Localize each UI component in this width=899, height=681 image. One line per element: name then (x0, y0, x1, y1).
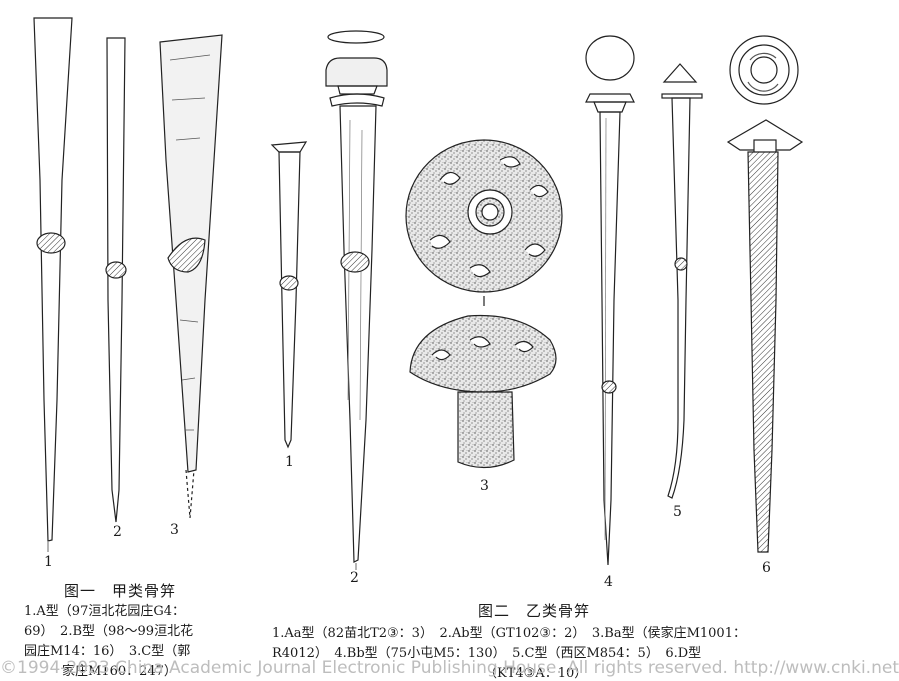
fig1-caption-line: 家庄M160：247） (62, 664, 177, 679)
fig1-label-3: 3 (170, 522, 179, 538)
fig2-caption-line: R4012） 4.Bb型（75小屯M5：130） 5.C型（西区M854：5） … (272, 646, 702, 661)
fig1-pin-1-drawing (33, 17, 73, 542)
fig1-label-1: 1 (44, 554, 53, 570)
fig2-pin-2-drawing (325, 30, 388, 563)
fig2-label-4: 4 (604, 574, 613, 590)
fig1-pin-2-drawing (105, 37, 127, 523)
fig2-label-2: 2 (350, 570, 359, 586)
fig2-label-6: 6 (762, 560, 771, 576)
fig1-caption-title: 图一 甲类骨笄 (64, 582, 177, 600)
fig2-pin-1-drawing (270, 141, 308, 449)
fig1-caption-line: 园庄M14：16） 3.C型（郭 (24, 644, 191, 659)
figure-artwork (33, 17, 804, 570)
copyright-watermark: ©1994-2023 China Academic Journal Electr… (0, 658, 899, 678)
fig2-label-1: 1 (285, 454, 294, 470)
fig1-caption-line: 1.A型（97洹北花园庄G4： (24, 604, 185, 619)
fig2-caption-line: 1.Aa型（82苗北T2③：3） 2.Ab型（GT102③：2） 3.Ba型（侯… (272, 626, 746, 641)
fig1-pin-3-drawing (159, 34, 223, 519)
fig2-caption-line: （KT4③A：10） (484, 666, 588, 681)
fig2-pin-4-drawing (585, 35, 635, 566)
fig2-pin-6-drawing (726, 35, 804, 553)
fig2-label-5: 5 (673, 504, 682, 520)
fig1-label-2: 2 (113, 524, 122, 540)
fig2-pin-5-drawing (661, 63, 703, 499)
fig2-label-3: 3 (480, 478, 489, 494)
fig2-caption-title: 图二 乙类骨笄 (478, 602, 591, 620)
fig2-carved-head-drawing (405, 139, 563, 469)
fig1-caption-line: 69） 2.B型（98～99洹北花 (24, 624, 194, 639)
